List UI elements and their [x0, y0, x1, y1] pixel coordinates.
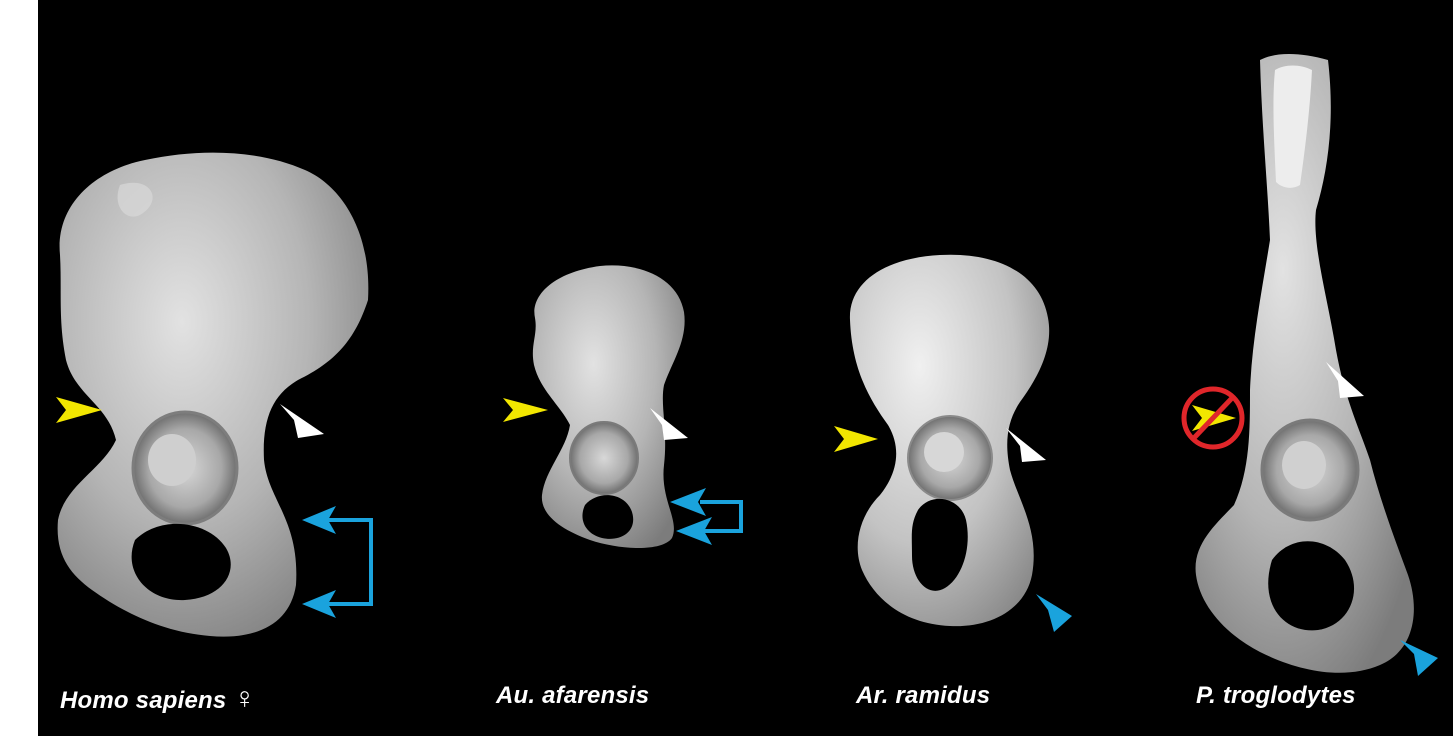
blue-arrowhead-icon: [1036, 594, 1072, 632]
yellow-arrowhead-icon: [503, 398, 548, 422]
au-afarensis-pelvis: [533, 265, 685, 548]
white-arrowhead-icon: [1006, 428, 1046, 462]
yellow-arrowhead-icon: [834, 426, 878, 452]
specimen-label-p-troglodytes: P. troglodytes: [1196, 682, 1356, 710]
female-symbol-icon: ♀: [233, 682, 256, 715]
homo-sapiens-pelvis: [58, 153, 369, 637]
specimen-label-homo-sapiens: Homo sapiens ♀: [60, 682, 256, 716]
specimen-label-au-afarensis: Au. afarensis: [496, 682, 649, 710]
blue-bracket-arrows-afarensis: [670, 488, 741, 545]
blue-bracket-arrows-homo: [302, 506, 371, 618]
white-arrowhead-icon: [280, 404, 324, 438]
p-troglodytes-pelvis: [1196, 54, 1414, 673]
blue-arrowhead-icon: [1400, 640, 1438, 676]
specimen-label-ar-ramidus: Ar. ramidus: [856, 682, 990, 710]
prohibited-yellow-arrowhead-icon: [1184, 389, 1242, 447]
